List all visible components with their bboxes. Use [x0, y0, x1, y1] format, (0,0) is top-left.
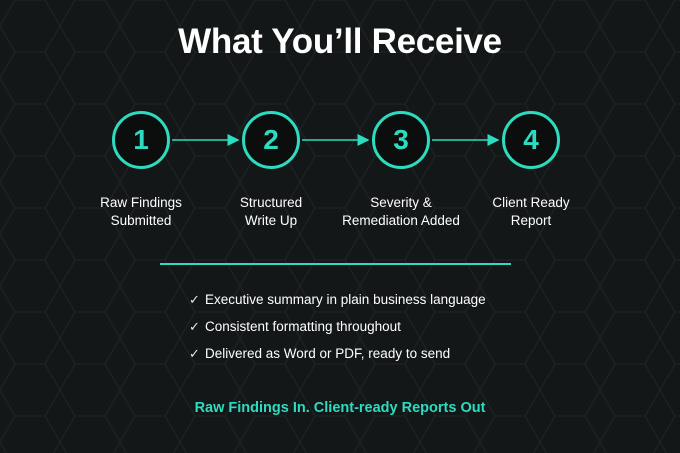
tagline: Raw Findings In. Client-ready Reports Ou…	[194, 400, 486, 416]
step-1-number: 1	[133, 124, 149, 155]
checkmark-icon: ✓	[189, 291, 200, 307]
step-3-number: 3	[393, 124, 409, 155]
checkmark-icon: ✓	[189, 345, 200, 361]
page-title: What You’ll Receive	[178, 22, 502, 61]
benefit-text: Executive summary in plain business lang…	[205, 292, 486, 307]
step-1-label-line1: Raw Findings	[100, 195, 182, 210]
step-4-number: 4	[523, 124, 539, 155]
step-2-circle: 2	[242, 111, 300, 169]
step-4-label: Client Ready Report	[456, 194, 606, 230]
step-1-label-line2: Submitted	[110, 213, 172, 228]
step-3-label: Severity & Remediation Added	[326, 194, 476, 230]
step-2-label-line1: Structured	[239, 195, 303, 210]
step-2-number: 2	[263, 124, 279, 155]
step-2-label-line2: Write Up	[244, 213, 298, 228]
step-4-label-line1: Client Ready	[492, 195, 570, 210]
benefit-item: ✓ Consistent formatting throughout	[189, 313, 486, 340]
benefit-text: Consistent formatting throughout	[205, 319, 401, 334]
step-2-label: Structured Write Up	[196, 194, 346, 230]
step-3-label-line1: Severity &	[370, 195, 432, 210]
section-divider	[160, 263, 511, 265]
benefit-text: Delivered as Word or PDF, ready to send	[205, 346, 451, 361]
step-4-label-line2: Report	[510, 213, 552, 228]
step-1-label: Raw Findings Submitted	[66, 194, 216, 230]
benefits-list: ✓ Executive summary in plain business la…	[189, 286, 486, 367]
benefit-item: ✓ Delivered as Word or PDF, ready to sen…	[189, 340, 486, 367]
step-3-label-line2: Remediation Added	[342, 213, 460, 228]
step-3-circle: 3	[372, 111, 430, 169]
benefit-item: ✓ Executive summary in plain business la…	[189, 286, 486, 313]
step-1-circle: 1	[112, 111, 170, 169]
step-4-circle: 4	[502, 111, 560, 169]
checkmark-icon: ✓	[189, 318, 200, 334]
